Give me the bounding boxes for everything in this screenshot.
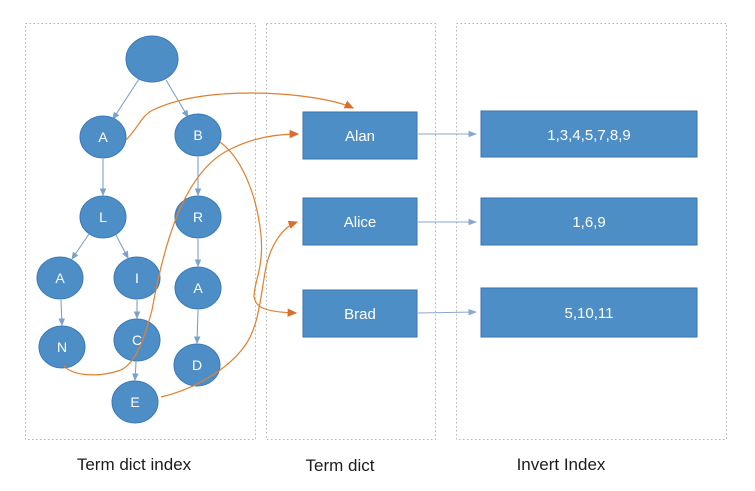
tree-node-l-shape	[79, 195, 127, 239]
panel-labels: Term dict index Term dict Invert Index	[77, 455, 606, 475]
tree-node-d-label: D	[192, 357, 202, 373]
tree-node-c: C	[113, 318, 161, 362]
tree-edge-l-i	[115, 234, 129, 259]
pointer-a-to-alan	[125, 92, 355, 141]
postings-box-2-label: 1,6,9	[572, 214, 605, 231]
term-dict-boxes: Alan Alice Brad	[302, 111, 418, 338]
panel-label-term-dict: Term dict	[306, 456, 375, 475]
tree-node-d-shape	[173, 343, 221, 387]
term-box-alice: Alice	[302, 197, 418, 246]
tree-node-a2-shape	[36, 256, 84, 300]
tree-node-e-label: E	[130, 394, 139, 410]
tree-node-b-label: B	[193, 127, 202, 143]
tree-node-a3-shape	[174, 266, 222, 310]
tree-node-n-shape	[38, 325, 86, 369]
tree-node-root	[125, 35, 179, 83]
postings-box-3-label: 5,10,11	[565, 305, 614, 322]
tree-node-a3: A	[174, 266, 222, 310]
panel-label-term-dict-index: Term dict index	[77, 455, 192, 474]
tree-edge-l-a	[71, 233, 90, 260]
term-box-alan: Alan	[302, 111, 418, 160]
term-box-alan-shape	[302, 111, 418, 160]
arrow-brad-to-postings	[417, 308, 478, 316]
panel-label-invert-index: Invert Index	[517, 455, 606, 474]
tree-node-e: E	[111, 380, 159, 424]
tree-node-i: I	[113, 256, 161, 300]
tree-node-d: D	[173, 343, 221, 387]
pointer-curves	[63, 92, 355, 398]
tree-node-l: L	[79, 195, 127, 239]
panel-term-dict-index	[25, 23, 256, 440]
postings-box-1-label: 1,3,4,5,7,8,9	[547, 127, 630, 144]
tree-node-i-label: I	[135, 270, 139, 286]
tree-node-r-shape	[174, 195, 222, 239]
term-box-alice-label: Alice	[344, 214, 377, 231]
term-box-brad-shape	[302, 289, 418, 338]
pointer-n-to-alan	[63, 129, 300, 376]
term-box-brad-label: Brad	[344, 306, 376, 323]
tree-node-b: B	[174, 113, 222, 157]
tree-node-r-label: R	[193, 209, 203, 225]
panel-term-dict	[266, 23, 436, 440]
postings-box-1-shape	[480, 110, 698, 158]
postings-box-2: 1,6,9	[480, 197, 698, 246]
postings-box-1: 1,3,4,5,7,8,9	[480, 110, 698, 158]
tree-node-n: N	[38, 325, 86, 369]
postings-box-2-shape	[480, 197, 698, 246]
pointer-e-to-alice	[160, 220, 299, 398]
tree-nodes: A B L R A I A N	[36, 35, 222, 424]
panel-invert-index	[456, 23, 727, 440]
postings-box-3-shape	[480, 287, 698, 338]
tree-node-c-shape	[113, 318, 161, 362]
postings-box-3: 5,10,11	[480, 287, 698, 338]
tree-edge-root-a	[112, 78, 140, 120]
tree-node-a1-label: A	[98, 129, 108, 145]
tree-node-l-label: L	[99, 209, 107, 225]
tree-node-a2: A	[36, 256, 84, 300]
tree-node-n-label: N	[57, 339, 67, 355]
invert-index-boxes: 1,3,4,5,7,8,9 1,6,9 5,10,11	[480, 110, 698, 338]
term-box-brad: Brad	[302, 289, 418, 338]
tree-node-b-shape	[174, 113, 222, 157]
tree-node-r: R	[174, 195, 222, 239]
tree-node-a1-shape	[79, 115, 127, 159]
tree-node-a2-label: A	[55, 270, 65, 286]
tree-node-c-label: C	[132, 332, 142, 348]
tree-edge-c-e	[132, 361, 139, 382]
tree-edge-a-n	[58, 299, 66, 327]
tree-node-root-shape	[125, 35, 179, 83]
tree-edge-a-d	[193, 309, 201, 345]
term-box-alice-shape	[302, 197, 418, 246]
tree-edges	[58, 78, 202, 382]
term-to-postings-arrows	[417, 130, 478, 316]
pointer-b-to-brad	[219, 141, 298, 317]
tree-node-i-shape	[113, 256, 161, 300]
term-box-alan-label: Alan	[345, 128, 375, 145]
tree-edge-root-b	[165, 79, 189, 118]
tree-node-e-shape	[111, 380, 159, 424]
tree-node-a3-label: A	[193, 280, 203, 296]
tree-node-a1: A	[79, 115, 127, 159]
